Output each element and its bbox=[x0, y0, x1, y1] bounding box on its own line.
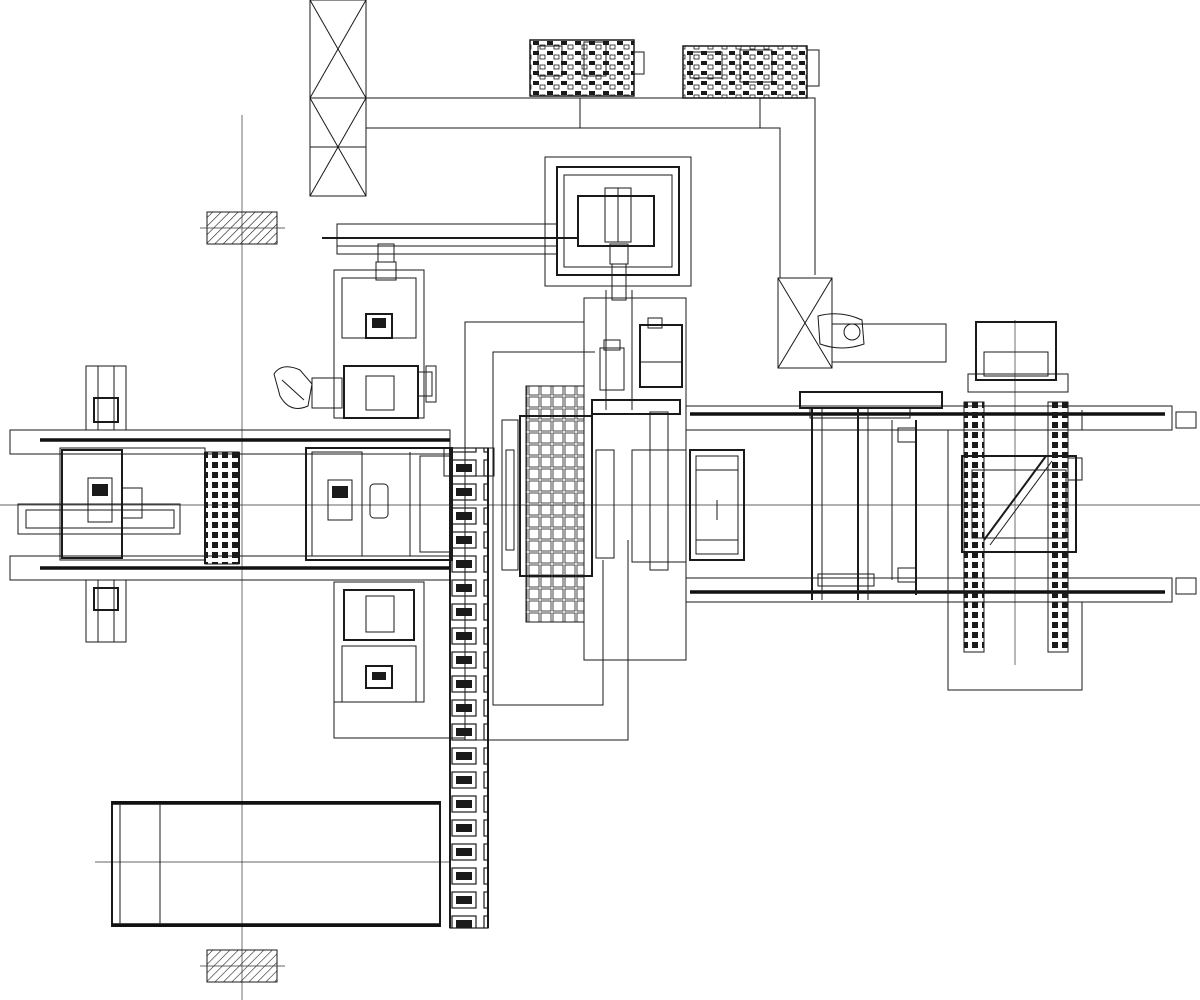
center-lines bbox=[0, 115, 1200, 1000]
chain-conveyor bbox=[443, 447, 495, 929]
inspection-unit bbox=[689, 449, 745, 561]
foundation-blocks bbox=[200, 211, 285, 983]
cable-trays-top bbox=[366, 97, 816, 278]
gantry-frame bbox=[799, 391, 943, 600]
storage-rack-right bbox=[777, 277, 947, 369]
main-conveyor-left bbox=[9, 429, 451, 581]
perforated-table bbox=[501, 385, 593, 623]
main-conveyor-right bbox=[685, 405, 1197, 603]
outfeed-table bbox=[111, 801, 441, 927]
transverse-carriage-left bbox=[85, 365, 127, 643]
control-cabinet-2 bbox=[682, 45, 820, 99]
stacker-unit bbox=[947, 321, 1083, 691]
press-unit-lower bbox=[333, 581, 465, 739]
storage-rack-top bbox=[309, 0, 367, 197]
central-press-station bbox=[544, 156, 692, 301]
press-unit-upper bbox=[273, 243, 437, 419]
pressing-station-left bbox=[305, 447, 453, 561]
control-cabinet-1 bbox=[529, 39, 645, 97]
gantry-rail bbox=[322, 223, 578, 255]
